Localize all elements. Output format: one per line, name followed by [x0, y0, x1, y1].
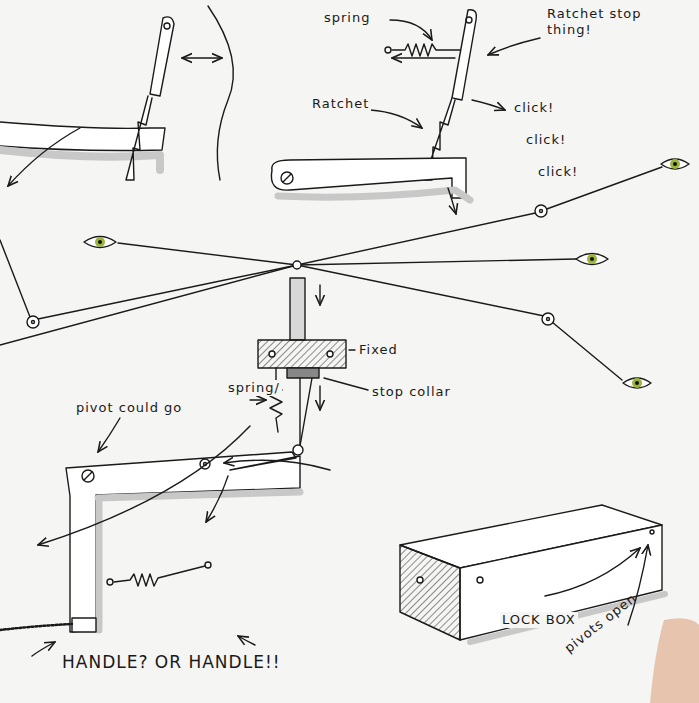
click-note: click! [536, 164, 580, 180]
click-note: click! [524, 132, 568, 148]
thumb [650, 618, 699, 703]
part-label: Ratchet [310, 96, 371, 112]
part-label: stop collar [370, 384, 453, 400]
part-label: LOCK BOX [500, 612, 578, 628]
click-note: click! [512, 100, 556, 116]
handle-note: HANDLE? OR HANDLE!! [60, 652, 283, 672]
part-label: spring/ [226, 380, 282, 396]
part-label: Ratchet stop thing! [545, 6, 649, 37]
part-label: Fixed [357, 342, 400, 358]
part-label: pivot could go [74, 400, 184, 416]
part-label: spring [322, 10, 372, 26]
